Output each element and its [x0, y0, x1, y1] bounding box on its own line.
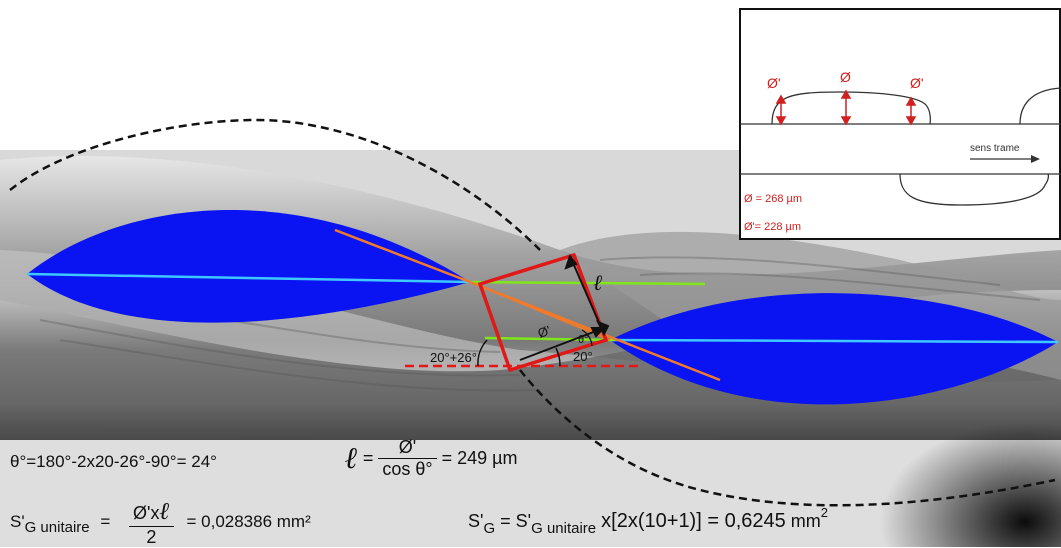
theta-arc	[581, 329, 593, 347]
orange-line-cross	[469, 281, 611, 341]
inset-phi-prime-value: Ø'= 228 µm	[744, 221, 801, 233]
inset-phi-prime-right: Ø'	[910, 75, 924, 91]
inset-phi-prime-left: Ø'	[767, 75, 781, 91]
sg-label: S'	[10, 512, 25, 531]
sg-equals: =	[100, 512, 111, 531]
inset-sens-trame: sens trame	[970, 143, 1020, 154]
phi-prime-label: Ø'	[536, 323, 553, 341]
lower-green-line	[484, 336, 616, 342]
right-axis-line	[609, 338, 1059, 344]
total-unit-sup: 2	[820, 505, 828, 520]
right-yarn-lens	[610, 293, 1058, 405]
upper-green-line	[469, 280, 706, 286]
sg-unit-equation: S'G unitaire = Ø'xℓ 2 = 0,028386 mm²	[10, 496, 311, 548]
ell-denominator: cos θ°	[378, 458, 437, 480]
angle-left-label: 20°+26°	[430, 350, 477, 365]
ell-equation-symbol: ℓ	[345, 441, 358, 476]
ell-label: ℓ	[593, 271, 603, 296]
ell-numerator: Ø'	[398, 437, 417, 457]
total-label: S'	[468, 511, 484, 531]
theta-equation: θ°=180°-2x20-26°-90°= 24°	[10, 452, 217, 472]
red-unit-rectangle	[477, 252, 609, 373]
left-axis-line	[26, 272, 471, 284]
inset-panel	[739, 8, 1061, 240]
orange-line-upper	[334, 228, 471, 284]
phi-prime-arrow	[519, 327, 607, 361]
left-dashed-envelope	[9, 118, 541, 251]
angle-right-label: 20°	[573, 349, 593, 364]
ell-equation-equals: =	[362, 448, 374, 468]
inset-phi: Ø	[840, 69, 851, 85]
angle-arc-right	[555, 347, 561, 367]
right-dashed-envelope	[519, 369, 1056, 507]
sg-result: = 0,028386 mm²	[186, 512, 311, 531]
ell-result: = 249 µm	[441, 448, 518, 468]
sg-denominator: 2	[129, 526, 174, 548]
sg-fraction: Ø'xℓ 2	[129, 496, 174, 548]
total-subscript: G	[483, 520, 496, 537]
total-unit: mm	[790, 511, 821, 531]
sg-numerator-text: Ø'x	[133, 503, 160, 523]
sg-subscript: G unitaire	[24, 519, 90, 537]
inset-phi-value: Ø = 268 µm	[744, 193, 802, 205]
theta-equation-text: θ°=180°-2x20-26°-90°= 24°	[10, 452, 217, 471]
angle-arc-left	[477, 339, 488, 367]
total-surface-equation: S'G = S'G unitaire x[2x(10+1)] = 0,6245 …	[468, 505, 828, 537]
ell-fraction: Ø' cos θ°	[378, 437, 437, 480]
theta-label: θ°	[578, 334, 589, 346]
sg-numerator-ell: ℓ	[159, 496, 170, 525]
ell-equation: ℓ = Ø' cos θ° = 249 µm	[345, 437, 518, 480]
total-rhs: x[2x(10+1)] = 0,6245	[601, 510, 786, 532]
sg-numerator: Ø'xℓ	[129, 496, 174, 526]
total-subscript-2: G unitaire	[531, 520, 597, 537]
total-equals: = S'	[500, 511, 532, 531]
